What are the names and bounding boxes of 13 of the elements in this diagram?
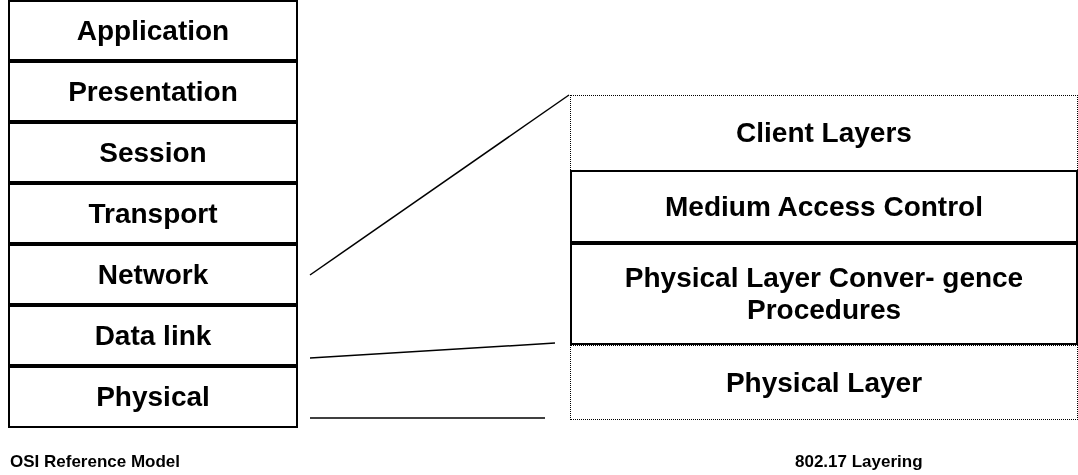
layer-box: Session (8, 122, 298, 183)
layer-box: Physical Layer (570, 345, 1078, 420)
layer-box: Data link (8, 305, 298, 366)
layer-box: Physical Layer Conver- gence Procedures (570, 243, 1078, 345)
layer-box: Application (8, 0, 298, 61)
layer-box: Presentation (8, 61, 298, 122)
layer-box: Client Layers (570, 95, 1078, 170)
stack-caption: 802.17 Layering (795, 452, 923, 472)
layer-box: Medium Access Control (570, 170, 1078, 243)
layer-box: Physical (8, 366, 298, 428)
stack-caption: OSI Reference Model (10, 452, 181, 472)
layer-box: Network (8, 244, 298, 305)
layer-box: Transport (8, 183, 298, 244)
